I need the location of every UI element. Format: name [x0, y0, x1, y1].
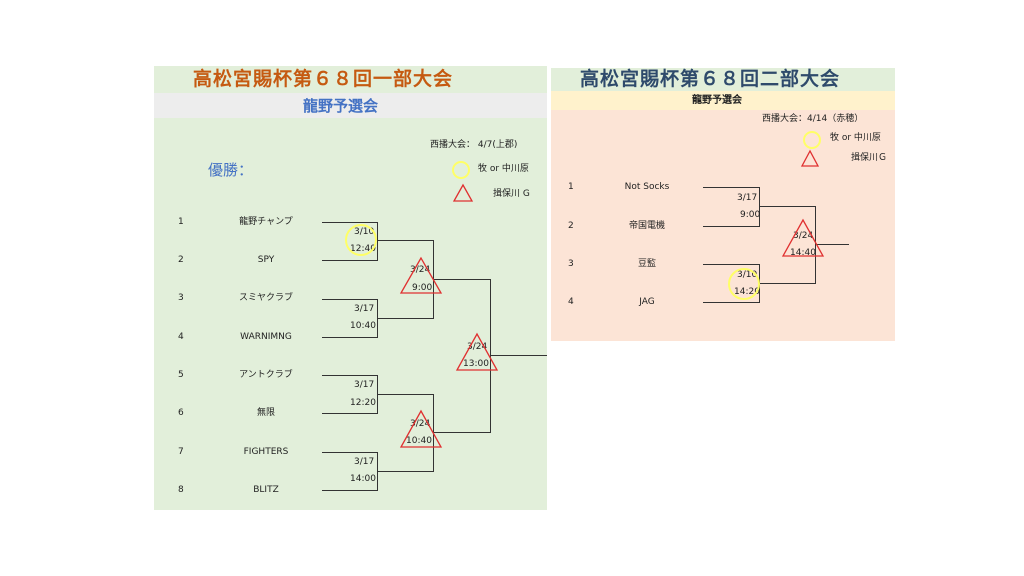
left-title-bar — [154, 66, 547, 93]
left-team-num-5: 5 — [178, 370, 184, 380]
right-legend-triangle-icon — [800, 149, 820, 167]
left-legend-circle-label: 牧 or 中川原 — [478, 164, 529, 174]
left-r2m1-date: 3/24 — [410, 265, 431, 275]
left-subtitle-bar — [154, 93, 547, 118]
left-team-num-7: 7 — [178, 447, 184, 457]
left-final-date: 3/24 — [467, 342, 488, 352]
left-r2m1-triangle-icon — [399, 256, 443, 294]
right-team-num-3: 3 — [568, 259, 574, 269]
left-title: 高松宮賜杯第６８回一部大会 — [193, 68, 454, 90]
right-title: 高松宮賜杯第６８回二部大会 — [580, 68, 841, 90]
left-team-num-6: 6 — [178, 408, 184, 418]
left-r1m4-time: 14:00 — [350, 474, 376, 484]
left-team-name-4: WARNIMNG — [240, 332, 292, 342]
right-legend-triangle-label: 揖保川Ｇ — [851, 153, 888, 163]
right-final-time: 14:40 — [790, 248, 816, 258]
right-team-num-2: 2 — [568, 221, 574, 231]
left-legend-triangle-icon — [452, 183, 474, 202]
right-final-date: 3/24 — [793, 231, 814, 241]
right-legend-circle-label: 牧 or 中川原 — [830, 133, 881, 143]
left-team-num-4: 4 — [178, 332, 184, 342]
right-r1m2-circle-icon — [728, 268, 760, 300]
left-legend-circle-icon — [452, 161, 470, 179]
right-team-name-2: 帝国電機 — [628, 221, 665, 231]
left-venue-note: 西播大会： 4/7(上郡) — [430, 140, 518, 150]
right-r1m2-date: 3/10 — [737, 270, 758, 280]
left-team-num-2: 2 — [178, 255, 184, 265]
right-r1m1-time: 9:00 — [740, 210, 761, 220]
right-legend-circle-icon — [803, 131, 821, 149]
left-team-name-1: 龍野チャンプ — [239, 217, 293, 227]
left-bracket-panel — [154, 66, 547, 510]
left-team-num-8: 8 — [178, 485, 184, 495]
left-r1m3-time: 12:20 — [350, 398, 376, 408]
left-subtitle: 龍野予選会 — [303, 97, 379, 115]
right-r1m1-date: 3/17 — [737, 193, 758, 203]
right-team-name-3: 豆監 — [637, 259, 656, 269]
left-r1m4-date: 3/17 — [354, 457, 375, 467]
right-final-triangle-icon — [781, 218, 825, 257]
left-team-name-8: BLITZ — [253, 485, 279, 495]
left-team-name-2: SPY — [257, 255, 275, 265]
left-body — [154, 118, 547, 510]
right-title-bar — [551, 68, 895, 91]
left-r1m1-date: 3/10 — [354, 227, 375, 237]
left-team-name-7: FIGHTERS — [243, 447, 289, 457]
left-r1m1-time: 12:40 — [350, 244, 376, 254]
left-r1m1-circle-icon — [345, 224, 377, 256]
right-team-name-4: JAG — [639, 297, 655, 307]
right-subtitle: 龍野予選会 — [692, 95, 742, 106]
left-team-num-1: 1 — [178, 217, 184, 227]
right-team-name-1: Not Socks — [624, 182, 670, 192]
left-r2m2-date: 3/24 — [410, 419, 431, 429]
left-r1m2-date: 3/17 — [354, 304, 375, 314]
right-team-num-4: 4 — [568, 297, 574, 307]
right-subtitle-bar — [551, 91, 895, 110]
left-legend-triangle-label: 揖保川 G — [493, 189, 530, 199]
left-final-time: 13:00 — [463, 359, 489, 369]
left-r2m2-time: 10:40 — [406, 436, 432, 446]
left-team-name-5: アントクラブ — [239, 370, 293, 380]
left-r2m2-triangle-icon — [399, 409, 443, 448]
left-r1m3-date: 3/17 — [354, 380, 375, 390]
left-final-triangle-icon — [455, 332, 499, 371]
right-team-num-1: 1 — [568, 182, 574, 192]
left-team-name-6: 無限 — [256, 408, 275, 418]
left-team-name-3: スミヤクラブ — [238, 293, 293, 303]
right-r1m2-time: 14:20 — [734, 287, 760, 297]
left-r1m2-time: 10:40 — [350, 321, 376, 331]
left-team-num-3: 3 — [178, 293, 184, 303]
left-r2m1-time: 9:00 — [412, 283, 433, 293]
left-champion-label: 優勝： — [208, 161, 254, 179]
right-venue-note: 西播大会：4/14（赤穂） — [762, 114, 864, 124]
